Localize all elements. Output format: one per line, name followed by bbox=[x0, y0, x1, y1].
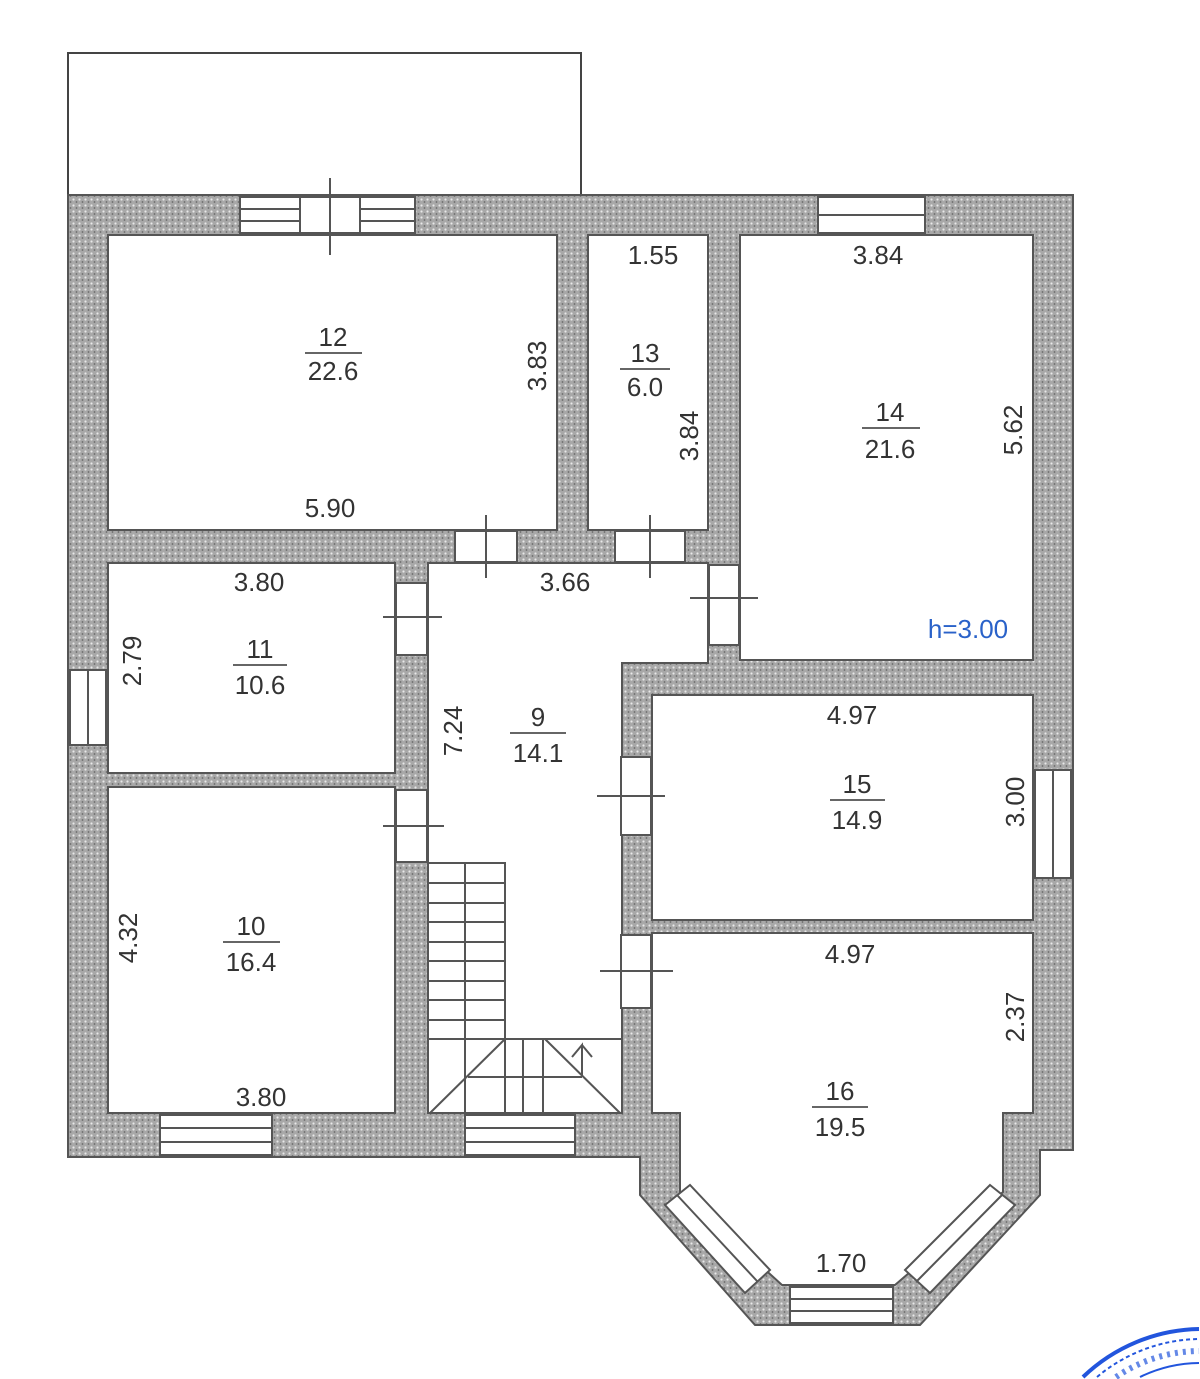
dimension: 5.62 bbox=[998, 405, 1028, 456]
dimension: 3.84 bbox=[674, 411, 704, 462]
window bbox=[159, 1114, 273, 1156]
stairs bbox=[427, 862, 622, 1114]
room-area: 14.1 bbox=[513, 738, 564, 768]
window bbox=[789, 1286, 894, 1324]
room-number: 9 bbox=[531, 702, 545, 732]
room-area: 21.6 bbox=[865, 434, 916, 464]
room-label-13: 13 6.0 bbox=[620, 338, 670, 402]
room-14 bbox=[739, 234, 1034, 661]
dimension: 3.83 bbox=[522, 341, 552, 392]
dimension: 7.24 bbox=[438, 706, 468, 757]
room-15 bbox=[651, 694, 1034, 921]
dimension: 5.90 bbox=[305, 493, 356, 523]
stamp bbox=[1081, 1327, 1200, 1379]
dimension: 4.32 bbox=[113, 913, 143, 964]
room-label-12: 12 22.6 bbox=[305, 322, 362, 386]
room-number: 10 bbox=[237, 911, 266, 941]
dimension: 3.84 bbox=[853, 240, 904, 270]
door bbox=[708, 564, 740, 646]
dimension: 2.37 bbox=[1000, 992, 1030, 1043]
ceiling-height-label: h=3.00 bbox=[928, 614, 1008, 644]
dimension: 1.70 bbox=[816, 1248, 867, 1278]
room-label-10: 10 16.4 bbox=[223, 911, 280, 977]
room-10 bbox=[107, 786, 396, 1114]
room-16 bbox=[651, 932, 1034, 1286]
window bbox=[464, 1114, 576, 1156]
dimension: 4.97 bbox=[825, 939, 876, 969]
room-number: 14 bbox=[876, 397, 905, 427]
room-number: 12 bbox=[319, 322, 348, 352]
room-label-11: 11 10.6 bbox=[233, 634, 287, 700]
stair-direction-arrow bbox=[571, 1042, 593, 1077]
room-number: 11 bbox=[247, 634, 274, 664]
room-area: 16.4 bbox=[226, 947, 277, 977]
door bbox=[395, 582, 428, 656]
room-area: 19.5 bbox=[815, 1112, 866, 1142]
room-label-9: 9 14.1 bbox=[510, 702, 566, 768]
room-area: 22.6 bbox=[308, 356, 359, 386]
room-11 bbox=[107, 562, 396, 774]
room-labels: 12 22.6 13 6.0 14 21.6 11 10.6 9 14.1 15… bbox=[223, 322, 920, 1142]
dimension: 3.80 bbox=[234, 567, 285, 597]
terrace-outline bbox=[67, 52, 582, 195]
room-number: 16 bbox=[826, 1076, 855, 1106]
dimension: 2.79 bbox=[117, 636, 147, 687]
dimension: 3.00 bbox=[1000, 777, 1030, 828]
room-9-hall bbox=[427, 562, 709, 1114]
room-area: 6.0 bbox=[627, 372, 663, 402]
room-label-14: 14 21.6 bbox=[862, 397, 920, 464]
room-label-16: 16 19.5 bbox=[812, 1076, 868, 1142]
room-number: 15 bbox=[843, 769, 872, 799]
room-label-15: 15 14.9 bbox=[830, 769, 885, 835]
dimension-labels: 3.83 5.90 1.55 3.84 3.84 5.62 3.80 2.79 … bbox=[113, 240, 1030, 1278]
room-area: 14.9 bbox=[832, 805, 883, 835]
room-12 bbox=[107, 234, 558, 531]
dimension: 3.80 bbox=[236, 1082, 287, 1112]
dimension: 1.55 bbox=[628, 240, 679, 270]
room-area: 10.6 bbox=[235, 670, 286, 700]
dimension: 4.97 bbox=[827, 700, 878, 730]
dimension: 3.66 bbox=[540, 567, 591, 597]
room-number: 13 bbox=[631, 338, 660, 368]
